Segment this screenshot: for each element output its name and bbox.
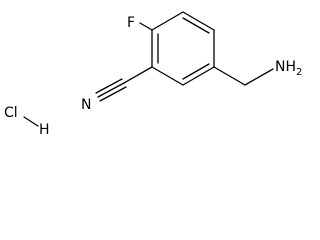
ring-bond-top-right-inner — [182, 17, 210, 34]
amine-label: NH2 — [275, 59, 302, 78]
ring-bond-bottom-right — [182, 66, 215, 86]
nitrile-triple-bond-2 — [95, 78, 123, 94]
chlorine-label: Cl — [4, 105, 18, 121]
ring-bond-bottom-right-inner — [182, 63, 210, 80]
fluorine-label: F — [127, 15, 135, 31]
ring-bond-bottom-left — [151, 66, 184, 86]
amine-subscript: 2 — [296, 67, 302, 78]
hcl-bond — [23, 116, 39, 127]
ring-bond-top-left — [151, 11, 184, 31]
ch2-nh2-bond — [244, 68, 274, 86]
amine-nh: NH — [275, 59, 296, 75]
hydrogen-label: H — [39, 122, 50, 136]
nitrile-nitrogen-label: N — [81, 97, 91, 113]
ring-bond-top-right — [182, 11, 215, 31]
nitrile-triple-bond-3 — [99, 86, 127, 102]
nitrile-triple-bond-1 — [97, 82, 125, 98]
ring-ch2-bond — [213, 66, 246, 86]
ring-nitrile-bond — [123, 66, 153, 84]
chemical-structure: F N NH2 Cl H — [4, 11, 302, 136]
carbon-fluorine-bond — [139, 22, 153, 31]
